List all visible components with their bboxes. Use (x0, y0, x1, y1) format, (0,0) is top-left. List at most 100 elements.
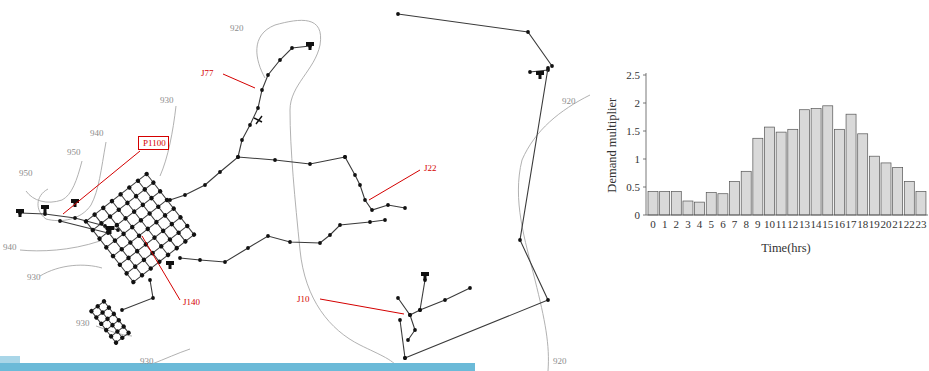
junction (119, 335, 125, 341)
tick-label: 14 (811, 219, 822, 230)
junction (136, 233, 142, 239)
tick-label: 15 (822, 219, 833, 230)
junction (144, 171, 150, 177)
tick-label: 19 (869, 219, 880, 230)
tank-symbol (309, 46, 312, 50)
tank-symbol (19, 213, 22, 217)
pipe (408, 315, 415, 340)
junction (183, 193, 187, 197)
junction (113, 340, 119, 346)
junction (288, 240, 292, 244)
junction (131, 209, 137, 215)
pipe (420, 280, 425, 310)
tick-label: 1 (635, 154, 641, 165)
junction (165, 252, 171, 258)
junction (273, 158, 277, 162)
tank-symbol (421, 272, 429, 276)
tick-label: 2 (635, 98, 641, 109)
junction (130, 279, 136, 285)
junction (240, 138, 244, 142)
junction (167, 236, 173, 242)
junction (73, 216, 77, 220)
junction (127, 239, 133, 245)
bar (776, 132, 786, 215)
junction (343, 155, 347, 159)
pipe (116, 333, 129, 343)
junction (134, 248, 140, 254)
pipe (111, 327, 124, 337)
pipe (93, 183, 154, 230)
junction (260, 88, 264, 92)
pipe (91, 301, 104, 311)
junction (406, 338, 410, 342)
bar (788, 129, 798, 215)
junction-callout: J77 (201, 69, 214, 78)
leader-lines (63, 74, 420, 314)
pipe (133, 235, 194, 282)
junction (398, 318, 402, 322)
junction (358, 183, 362, 187)
tick-label: 18 (857, 219, 868, 230)
junction (328, 233, 332, 237)
junction (114, 222, 120, 228)
junction (140, 202, 146, 208)
tank-symbol (169, 265, 172, 269)
tick-label: 0 (650, 219, 656, 230)
pipe (170, 157, 345, 200)
bottom-bar (0, 356, 475, 371)
contour-lines (20, 20, 590, 371)
junction (145, 226, 151, 232)
junction (256, 106, 260, 110)
y-tick (643, 159, 646, 160)
tank-symbol (44, 209, 47, 213)
tank-symbol (41, 205, 49, 209)
junction (126, 184, 132, 190)
junction (418, 308, 422, 312)
junction (121, 231, 127, 237)
junction (133, 193, 139, 199)
junction (198, 258, 202, 262)
pipe (98, 306, 123, 338)
junction (550, 64, 554, 68)
junction (147, 210, 153, 216)
bar (753, 138, 763, 215)
junction (177, 214, 183, 220)
pipe-grid (83, 171, 197, 285)
junction (368, 220, 372, 224)
pipe (138, 181, 185, 242)
bar (799, 110, 809, 215)
junction (418, 308, 422, 312)
junction (148, 195, 154, 201)
demand-bar-chart (643, 73, 928, 215)
pipe (86, 174, 147, 221)
junction (103, 327, 109, 333)
y-tick (643, 215, 646, 216)
contour-label: 930 (27, 273, 41, 282)
pipe (120, 217, 181, 264)
bar (916, 191, 926, 215)
junction (184, 223, 190, 229)
contour-label: 920 (562, 97, 576, 106)
junction (468, 286, 472, 290)
junction (107, 213, 113, 219)
junction (157, 188, 163, 194)
contour-label: 940 (3, 243, 17, 252)
tick-label: 0.5 (626, 182, 640, 193)
tick-label: 22 (904, 219, 915, 230)
junction (171, 206, 177, 212)
junction (403, 206, 407, 210)
junction (98, 220, 104, 226)
junction (176, 230, 182, 236)
pipe (398, 288, 470, 315)
junction (223, 260, 227, 264)
pipe (100, 191, 161, 238)
bar (823, 106, 833, 215)
pipe (121, 194, 168, 255)
pipe (405, 68, 548, 358)
y-tick (643, 75, 646, 76)
pipe (398, 14, 552, 66)
pipe (180, 220, 385, 262)
junction (129, 224, 135, 230)
pipe (60, 221, 108, 233)
